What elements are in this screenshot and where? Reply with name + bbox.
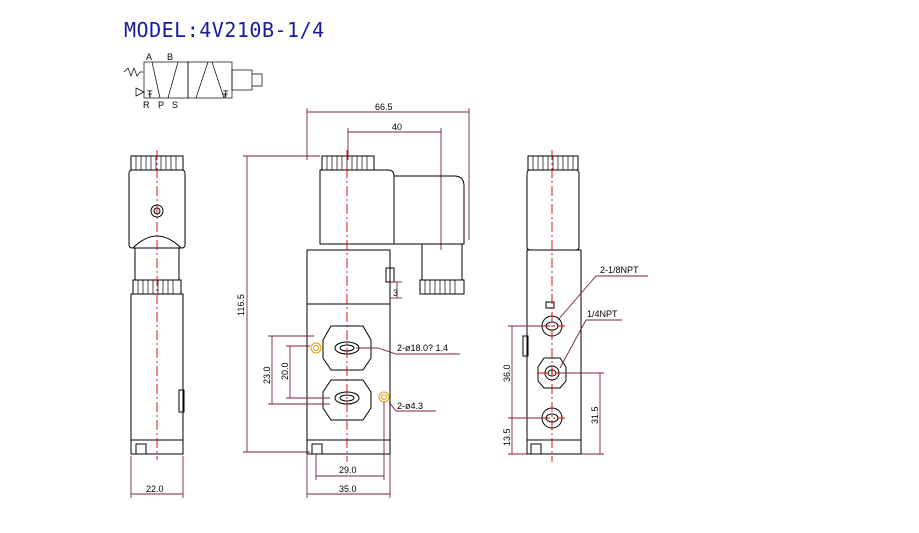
- spring-icon: [123, 67, 143, 77]
- dim-port-pitch: 36.0: [502, 364, 512, 382]
- dim-small-gap: 3: [393, 288, 398, 298]
- manual-override-icon: [135, 87, 145, 97]
- exhaust-t1-label: T: [147, 89, 153, 99]
- port-a-label: A: [146, 52, 152, 62]
- dim-port-center: 31.5: [590, 406, 600, 424]
- model-title: MODEL:4V210B-1/4: [124, 18, 325, 42]
- dim-mount-hole-small: 2-ø4.3: [397, 401, 423, 411]
- dim-hole-pitch-outer: 23.0: [262, 366, 272, 384]
- front-view: 66.5 40 116.5: [236, 102, 470, 498]
- dim-overall-width: 66.5: [375, 102, 393, 112]
- port-s-label: S: [172, 100, 178, 110]
- dim-base-inner-width: 29.0: [339, 465, 357, 475]
- dim-port-npt-small: 2-1/8NPT: [600, 265, 639, 275]
- dim-mount-hole-large: 2-ø18.0? 1.4: [397, 343, 448, 353]
- valve-symbol: A B R P S T T: [123, 52, 263, 110]
- dim-base-width: 35.0: [339, 484, 357, 494]
- dim-hole-pitch-inner: 20.0: [280, 362, 290, 380]
- port-p-label: P: [158, 100, 164, 110]
- dim-overall-height: 116.5: [236, 294, 246, 316]
- dim-port-bottom: 13.5: [502, 428, 512, 446]
- right-view: 2-1/8NPT 1/4NPT 36.0 13.5 31.5: [502, 150, 648, 462]
- exhaust-t2-label: T: [223, 89, 229, 99]
- port-r-label: R: [143, 100, 150, 110]
- dim-port-npt-large: 1/4NPT: [587, 309, 618, 319]
- left-view: 22.0: [128, 150, 186, 498]
- dim-side-width: 22.0: [146, 484, 164, 494]
- dim-coil-offset: 40: [392, 122, 402, 132]
- port-b-label: B: [167, 52, 173, 62]
